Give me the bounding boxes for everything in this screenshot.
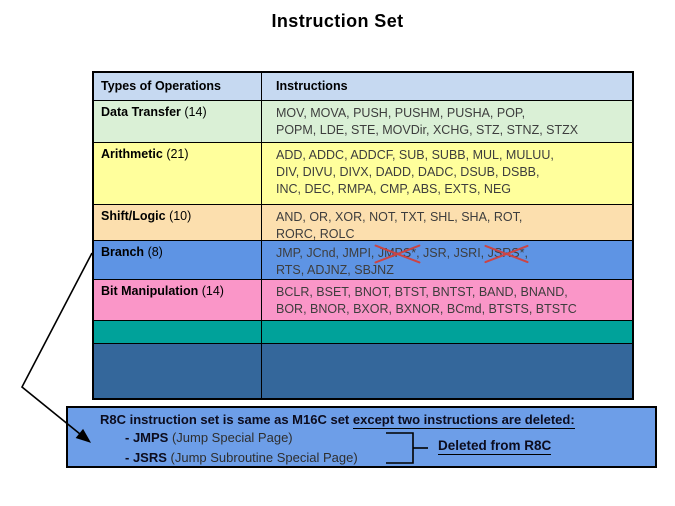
- instructions-line: AND, OR, XOR, NOT, TXT, SHL, SHA, ROT,: [276, 210, 523, 224]
- row-instructions-cell: AND, OR, XOR, NOT, TXT, SHL, SHA, ROT, R…: [262, 205, 632, 241]
- instructions-line: BOR, BNOR, BXOR, BXNOR, BCmd, BTSTS, BTS…: [276, 302, 577, 316]
- row-type-cell: Branch (8): [94, 241, 262, 279]
- note-heading: R8C instruction set is same as M16C set …: [100, 411, 655, 429]
- row-type-cell: Data Transfer (14): [94, 101, 262, 142]
- instructions-line: RORC, ROLC: [276, 227, 355, 241]
- row-type-label: Branch: [101, 245, 145, 259]
- row-type-count: (14): [201, 284, 224, 298]
- instructions-line: BCLR, BSET, BNOT, BTST, BNTST, BAND, BNA…: [276, 285, 568, 299]
- note-item-bold: - JMPS: [125, 430, 169, 445]
- note-item-jsrs: - JSRS (Jump Subroutine Special Page): [125, 448, 655, 468]
- instructions-line: DIV, DIVU, DIVX, DADD, DADC, DSUB, DSBB,: [276, 165, 540, 179]
- row-type-count: (10): [169, 209, 192, 223]
- note-item-rest: (Jump Special Page): [168, 430, 293, 445]
- table-row-data-transfer: Data Transfer (14) MOV, MOVA, PUSH, PUSH…: [94, 100, 632, 142]
- note-heading-underlined: except two instructions are deleted:: [352, 412, 575, 429]
- table-row-bit-manipulation: Bit Manipulation (14) BCLR, BSET, BNOT, …: [94, 279, 632, 320]
- branch-segment: JMP, JCnd, JMPI,: [276, 246, 378, 260]
- deleted-from-r8c-label: Deleted from R8C: [438, 438, 552, 455]
- row-instructions-cell: MOV, MOVA, PUSH, PUSHM, PUSHA, POP, POPM…: [262, 101, 632, 142]
- row-type-count: (8): [147, 245, 163, 259]
- empty-cell: [262, 321, 632, 343]
- empty-cell: [94, 321, 262, 343]
- row-type-cell: Bit Manipulation (14): [94, 280, 262, 320]
- empty-cell: [262, 344, 632, 398]
- table-row-shift-logic: Shift/Logic (10) AND, OR, XOR, NOT, TXT,…: [94, 204, 632, 241]
- row-type-label: Bit Manipulation: [101, 284, 199, 298]
- row-type-cell: Arithmetic (21): [94, 143, 262, 204]
- table-row-empty-dark-blue: [94, 343, 632, 398]
- note-item-jmps: - JMPS (Jump Special Page): [125, 428, 655, 448]
- row-instructions-cell: ADD, ADDC, ADDCF, SUB, SUBB, MUL, MULUU,…: [262, 143, 632, 204]
- instruction-set-table: Types of Operations Instructions Data Tr…: [92, 71, 634, 400]
- row-type-count: (21): [166, 147, 189, 161]
- header-types-of-operations: Types of Operations: [94, 73, 262, 100]
- instructions-line: ADD, ADDC, ADDCF, SUB, SUBB, MUL, MULUU,: [276, 148, 554, 162]
- row-type-count: (14): [184, 105, 207, 119]
- branch-segment: ,: [524, 246, 528, 260]
- table-row-empty-teal: [94, 320, 632, 343]
- branch-segment: , JSR, JSRI,: [416, 246, 488, 260]
- row-instructions-cell: JMP, JCnd, JMPI, JMPS*, JSR, JSRI, JSRS*…: [262, 241, 632, 279]
- empty-cell: [94, 344, 262, 398]
- table-header-row: Types of Operations Instructions: [94, 73, 632, 100]
- header-instructions: Instructions: [276, 79, 348, 93]
- note-item-rest: (Jump Subroutine Special Page): [166, 450, 358, 465]
- row-type-label: Shift/Logic: [101, 209, 166, 223]
- instructions-line: JMP, JCnd, JMPI, JMPS*, JSR, JSRI, JSRS*…: [276, 245, 628, 262]
- note-box: R8C instruction set is same as M16C set …: [66, 406, 657, 468]
- instructions-line: INC, DEC, RMPA, CMP, ABS, EXTS, NEG: [276, 182, 512, 196]
- note-heading-plain: R8C instruction set is same as M16C set: [100, 412, 353, 427]
- page-title: Instruction Set: [271, 11, 404, 31]
- row-type-label: Arithmetic: [101, 147, 163, 161]
- table-row-branch: Branch (8) JMP, JCnd, JMPI, JMPS*, JSR, …: [94, 240, 632, 279]
- crossed-out-jmps: JMPS*: [377, 246, 417, 260]
- instructions-line: POPM, LDE, STE, MOVDir, XCHG, STZ, STNZ,…: [276, 123, 579, 137]
- table-row-arithmetic: Arithmetic (21) ADD, ADDC, ADDCF, SUB, S…: [94, 142, 632, 204]
- note-item-bold: - JSRS: [125, 450, 167, 465]
- instructions-line: RTS, ADJNZ, SBJNZ: [276, 263, 394, 277]
- row-instructions-cell: BCLR, BSET, BNOT, BTST, BNTST, BAND, BNA…: [262, 280, 632, 320]
- row-type-label: Data Transfer: [101, 105, 181, 119]
- instructions-line: MOV, MOVA, PUSH, PUSHM, PUSHA, POP,: [276, 106, 526, 120]
- crossed-out-jsrs: JSRS*: [487, 246, 525, 260]
- row-type-cell: Shift/Logic (10): [94, 205, 262, 240]
